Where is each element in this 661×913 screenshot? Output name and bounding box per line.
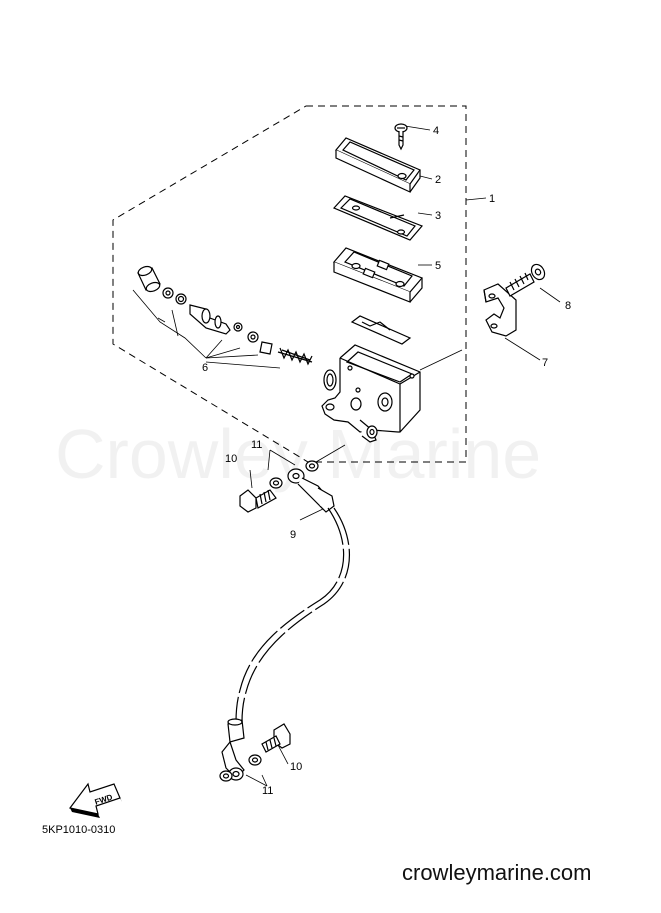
reservoir-cap-part-2: [335, 137, 421, 193]
diaphragm-part-5: [332, 247, 424, 303]
callout-9: 9: [290, 529, 296, 541]
part-code: 5KP1010-0310: [42, 824, 116, 836]
protector-plate: [350, 315, 412, 345]
diaphragm-plate-part-3: [332, 195, 424, 241]
union-bolt-part-10-upper: [239, 489, 277, 513]
callout-2: 2: [435, 174, 441, 186]
leader-lines: [132, 125, 561, 787]
brake-hose-part-9: [287, 468, 335, 513]
callout-7: 7: [542, 357, 548, 369]
master-cylinder-body: [321, 344, 421, 443]
washer-part-11-upper: [269, 460, 319, 489]
callout-10-upper: 10: [225, 453, 237, 465]
site-url: crowleymarine.com: [402, 860, 592, 885]
bolt-part-8: [505, 263, 546, 297]
callout-11-upper: 11: [251, 439, 262, 451]
clamp-bracket-part-7: [483, 283, 517, 337]
piston-kit-part-6: [137, 265, 313, 366]
callout-3: 3: [435, 210, 441, 222]
hose-line: [235, 507, 345, 723]
union-bolt-part-10-lower: [261, 723, 291, 753]
callout-5: 5: [435, 260, 441, 272]
fwd-arrow: FWD: [68, 782, 122, 818]
washer-part-11-lower: [219, 754, 262, 782]
screw-part-4: [394, 123, 408, 151]
callout-1: 1: [489, 193, 495, 205]
hose-line-inner: [241, 507, 351, 723]
callout-8: 8: [565, 300, 571, 312]
callout-6: 6: [202, 362, 208, 374]
callout-11-lower: 11: [262, 785, 273, 797]
callout-10-lower: 10: [290, 761, 302, 773]
callout-4: 4: [433, 125, 439, 137]
